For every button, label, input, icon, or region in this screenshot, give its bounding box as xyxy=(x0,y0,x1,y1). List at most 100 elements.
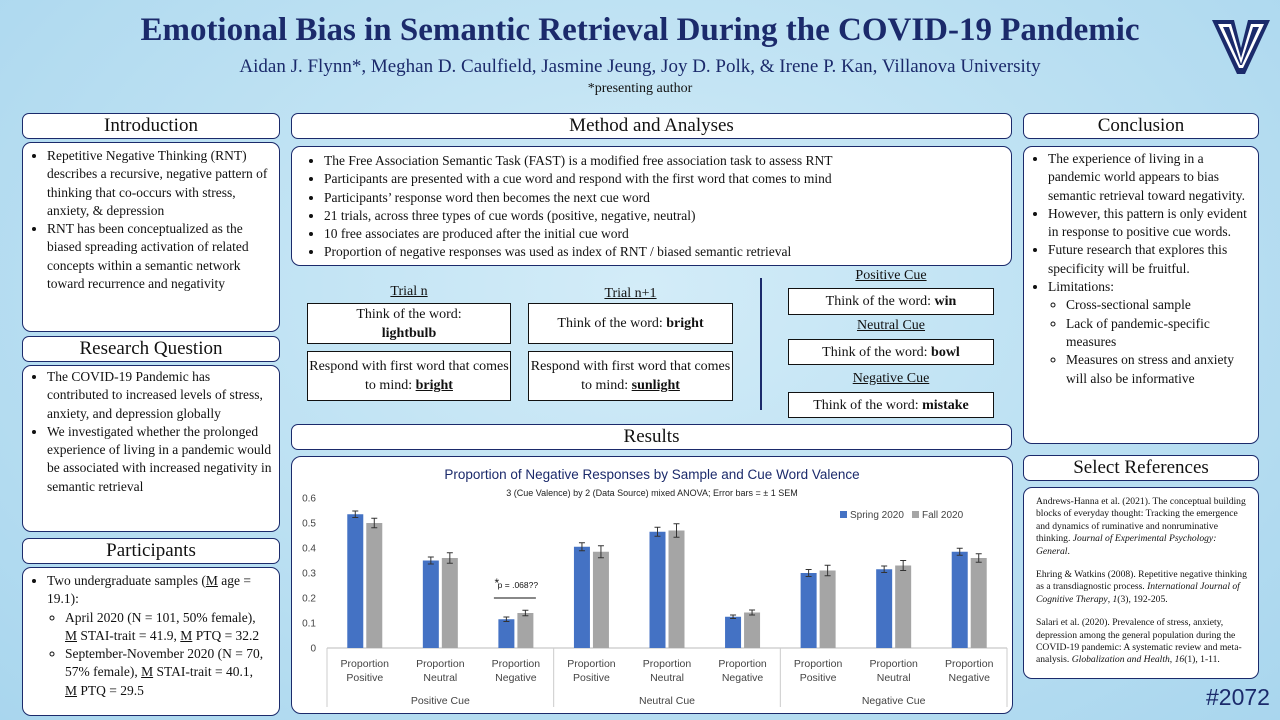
conclusion-bullet: The experience of living in a pandemic w… xyxy=(1048,150,1252,205)
neutral-cue-label: Neutral Cue xyxy=(856,318,926,333)
y-tick-label: 0.4 xyxy=(302,544,316,555)
legend-label: Spring 2020 xyxy=(850,510,904,521)
x-tick-label: Proportion xyxy=(567,658,616,670)
legend-swatch xyxy=(912,511,919,518)
bar-fall xyxy=(517,613,534,648)
bar-fall xyxy=(744,612,761,648)
x-tick-label: Proportion xyxy=(341,658,390,670)
trial-n1-response-card: Respond with first word that comes to mi… xyxy=(528,351,733,401)
x-tick-label: Positive xyxy=(800,672,837,684)
bar-spring xyxy=(422,560,439,648)
poster-title: Emotional Bias in Semantic Retrieval Dur… xyxy=(140,12,1140,48)
method-panel: The Free Association Semantic Task (FAST… xyxy=(291,146,1012,266)
sample-spring: April 2020 (N = 101, 50% female), M STAI… xyxy=(65,609,267,646)
conclusion-bullet: However, this pattern is only evident in… xyxy=(1048,205,1252,242)
poster-number: #2072 xyxy=(1206,684,1270,710)
conclusion-panel: The experience of living in a pandemic w… xyxy=(1023,146,1259,444)
research-question-panel: The COVID-19 Pandemic has contributed to… xyxy=(22,365,280,532)
positive-cue-label: Positive Cue xyxy=(855,268,927,283)
conclusion-bullet: Future research that explores this speci… xyxy=(1048,241,1252,278)
legend-swatch xyxy=(840,511,847,518)
group-label: Negative Cue xyxy=(862,695,926,707)
bar-spring xyxy=(951,551,968,648)
bar-fall xyxy=(668,530,685,648)
method-bullet: Participants’ response word then becomes… xyxy=(324,189,1005,207)
bar-fall xyxy=(366,523,383,648)
group-label: Neutral Cue xyxy=(639,695,695,707)
trial-n-cue-card: Think of the word: lightbulb xyxy=(307,303,511,344)
x-tick-label: Negative xyxy=(495,672,537,684)
intro-bullet: Repetitive Negative Thinking (RNT) descr… xyxy=(47,147,273,220)
method-bullet: Proportion of negative responses was use… xyxy=(324,243,1005,261)
presenting-author-note: *presenting author xyxy=(587,81,693,96)
bar-spring xyxy=(800,573,817,648)
sample-fall: September-November 2020 (N = 70, 57% fem… xyxy=(65,645,267,700)
conclusion-bullet: Limitations: Cross-sectional sample Lack… xyxy=(1048,278,1252,388)
limitation-item: Cross-sectional sample xyxy=(1066,296,1246,314)
limitation-item: Lack of pandemic-specific measures xyxy=(1066,315,1246,352)
x-tick-label: Proportion xyxy=(492,658,541,670)
bar-spring xyxy=(649,531,666,648)
x-tick-label: Neutral xyxy=(877,672,911,684)
x-tick-label: Positive xyxy=(346,672,383,684)
bar-fall xyxy=(970,558,987,648)
y-tick-label: 0 xyxy=(310,644,316,655)
method-bullet: The Free Association Semantic Task (FAST… xyxy=(324,152,1005,170)
villanova-v-logo-icon xyxy=(1212,20,1270,74)
group-label: Positive Cue xyxy=(411,695,470,707)
bar-fall xyxy=(819,570,836,648)
method-bullet: 10 free associates are produced after th… xyxy=(324,225,1005,243)
reference-item: Andrews-Hanna et al. (2021). The concept… xyxy=(1036,496,1246,557)
x-tick-label: Neutral xyxy=(650,672,684,684)
method-bullet: Participants are presented with a cue wo… xyxy=(324,170,1005,188)
introduction-panel: Repetitive Negative Thinking (RNT) descr… xyxy=(22,142,280,332)
neutral-cue-card: Think of the word: bowl xyxy=(788,339,994,365)
bar-spring xyxy=(876,569,893,648)
participants-panel: Two undergraduate samples (M age = 19.1)… xyxy=(22,567,280,716)
x-tick-label: Proportion xyxy=(945,658,994,670)
y-tick-label: 0.5 xyxy=(302,519,316,530)
legend-label: Fall 2020 xyxy=(922,510,964,521)
results-heading: Results xyxy=(291,424,1012,450)
references-panel: Andrews-Hanna et al. (2021). The concept… xyxy=(1023,487,1259,679)
x-tick-label: Negative xyxy=(948,672,990,684)
trial-n-label: Trial n xyxy=(390,284,428,299)
negative-cue-card: Think of the word: mistake xyxy=(788,392,994,418)
bar-spring xyxy=(573,546,590,648)
divider-line xyxy=(760,278,762,410)
trial-n1-cue-card: Think of the word: bright xyxy=(528,303,733,344)
rq-bullet: The COVID-19 Pandemic has contributed to… xyxy=(47,368,273,423)
participants-heading: Participants xyxy=(22,538,280,564)
y-tick-label: 0.3 xyxy=(302,569,316,580)
y-tick-label: 0.2 xyxy=(302,594,316,605)
bar-spring xyxy=(498,619,515,648)
participants-bullet: Two undergraduate samples (M age = 19.1)… xyxy=(47,572,273,700)
research-question-heading: Research Question xyxy=(22,336,280,362)
y-tick-label: 0.6 xyxy=(302,494,316,505)
x-tick-label: Negative xyxy=(722,672,764,684)
bar-fall xyxy=(441,558,458,648)
trial-n1-label: Trial n+1 xyxy=(604,286,657,301)
x-tick-label: Neutral xyxy=(423,672,457,684)
significance-star: * xyxy=(495,576,500,590)
chart-subtitle: 3 (Cue Valence) by 2 (Data Source) mixed… xyxy=(506,488,797,498)
results-chart: Proportion of Negative Responses by Samp… xyxy=(291,456,1013,714)
x-tick-label: Proportion xyxy=(643,658,692,670)
x-tick-label: Positive xyxy=(573,672,610,684)
chart-title: Proportion of Negative Responses by Samp… xyxy=(444,467,859,482)
conclusion-heading: Conclusion xyxy=(1023,113,1259,139)
introduction-heading: Introduction xyxy=(22,113,280,139)
reference-item: Salari et al. (2020). Prevalence of stre… xyxy=(1036,617,1242,666)
significance-label: p = .068?? xyxy=(498,580,539,590)
references-heading: Select References xyxy=(1023,455,1259,481)
x-tick-label: Proportion xyxy=(416,658,465,670)
rq-bullet: We investigated whether the prolonged ex… xyxy=(47,423,273,496)
x-tick-label: Proportion xyxy=(794,658,843,670)
x-tick-label: Proportion xyxy=(718,658,767,670)
method-bullet: 21 trials, across three types of cue wor… xyxy=(324,207,1005,225)
reference-item: Ehring & Watkins (2008). Repetitive nega… xyxy=(1036,569,1247,605)
bar-fall xyxy=(592,551,609,648)
results-bar-chart: Proportion of Negative Responses by Samp… xyxy=(302,467,1008,707)
y-tick-label: 0.1 xyxy=(302,619,316,630)
bar-spring xyxy=(725,616,742,648)
